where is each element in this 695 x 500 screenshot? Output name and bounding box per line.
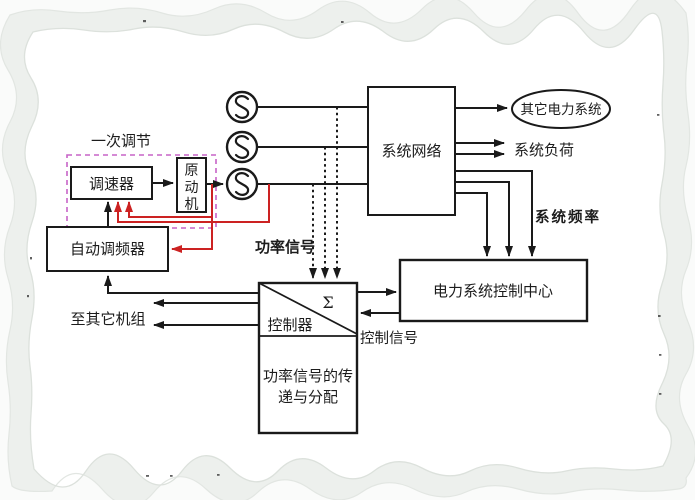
controller-label: 控制器 (267, 316, 312, 334)
generator-1 (225, 90, 259, 124)
control-signal-label: 控制信号 (360, 330, 418, 347)
system-load-label: 系统负荷 (514, 141, 574, 159)
red-line-branch-to-governor (125, 201, 212, 218)
auto-frequency-regulator-box (46, 226, 169, 272)
sine-wave-icon (234, 135, 250, 159)
prime-mover-label: 原动机 (185, 163, 199, 213)
line-controller-to-afr (104, 275, 259, 294)
sigma-summation-label: Σ (322, 293, 333, 312)
frame-specks (27, 20, 662, 477)
other-power-systems-label: 其它电力系统 (521, 101, 602, 118)
to-other-units-label: 至其它机组 (70, 310, 145, 328)
red-line-to-afr (171, 184, 213, 253)
red-line-gen3-to-governor (114, 184, 270, 223)
generator-2 (225, 130, 259, 164)
sine-wave-icon (234, 172, 250, 196)
governor-label: 调速器 (89, 175, 134, 193)
system-network-box (367, 86, 456, 216)
power-signal-label: 功率信号 (255, 238, 315, 256)
controller-box (257, 281, 359, 435)
sine-wave-icon (234, 95, 250, 119)
governor-box (70, 166, 153, 200)
control-center-label: 电力系统控制中心 (433, 282, 553, 300)
line-network-to-center-3 (455, 192, 491, 257)
line-network-to-center-2 (455, 181, 513, 257)
line-network-to-center-1 (455, 170, 536, 257)
generator-3 (225, 167, 259, 201)
control-center-box (398, 258, 589, 323)
red-feedback-lines (114, 184, 270, 253)
controller-diagonal-divider (258, 282, 358, 335)
controller-box-group: Σ 控制器 功率信号的传 递与分配 (257, 281, 359, 435)
frame-inner-edge (23, 12, 672, 488)
auto-frequency-regulator-label: 自动调频器 (70, 240, 145, 258)
system-network-label: 系统网络 (381, 142, 441, 160)
system-frequency-label: 系统频率 (535, 208, 601, 226)
power-distribution-label-line2: 递与分配 (278, 388, 338, 406)
frame-inner-area (24, 13, 672, 488)
primary-regulation-label: 一次调节 (91, 132, 151, 150)
other-power-systems-ellipse (511, 89, 611, 129)
primary-regulation-dashed-box (66, 154, 217, 229)
power-distribution-label-line1: 功率信号的传 (263, 367, 353, 385)
